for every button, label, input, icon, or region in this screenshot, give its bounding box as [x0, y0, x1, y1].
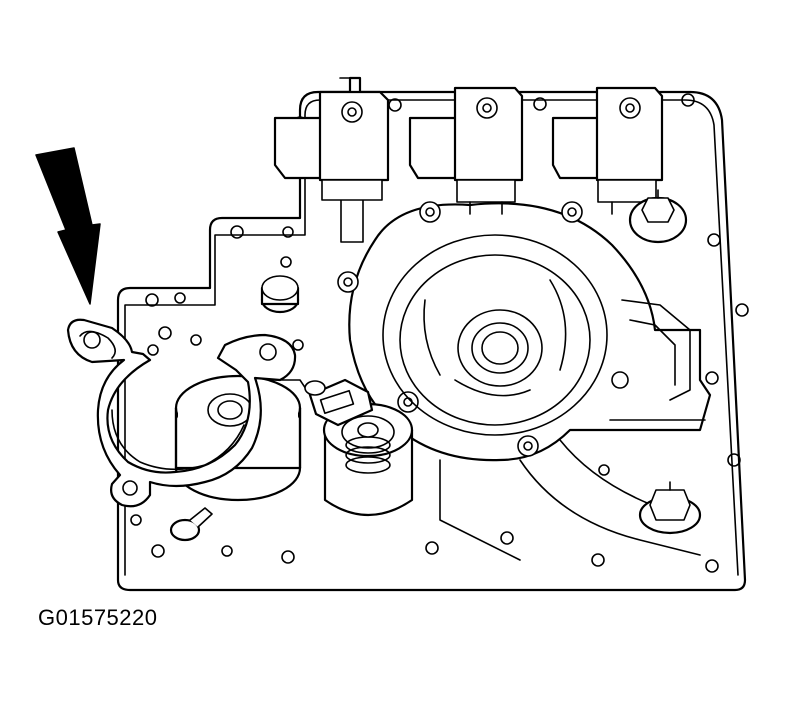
clamp-screw	[169, 507, 213, 542]
solenoid-2	[408, 86, 524, 215]
accumulator-housing	[337, 201, 712, 462]
servo-post	[260, 275, 300, 314]
callout-arrow	[35, 147, 101, 305]
connector-clip	[304, 378, 374, 427]
hex-bolt-lower	[638, 481, 702, 535]
snap-ring-bracket	[66, 318, 297, 508]
hex-bolt-upper	[628, 189, 688, 244]
solenoid-3	[551, 86, 664, 215]
solenoid-1	[273, 77, 390, 243]
figure-id-label: G01575220	[38, 605, 158, 630]
